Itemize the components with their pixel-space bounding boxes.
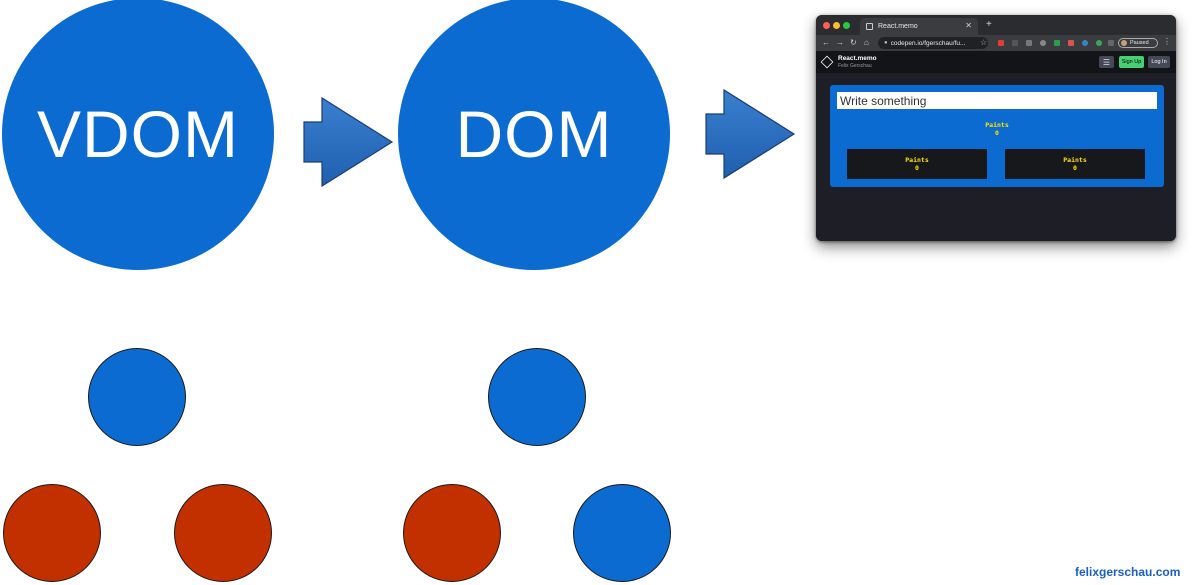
browser-toolbar: ← → ↻ ⌂ ● codepen.io/fgerschau/fu... ☆ P…	[816, 35, 1176, 51]
browser-tab[interactable]: React.memo ✕	[860, 18, 978, 35]
close-tab-icon[interactable]: ✕	[965, 21, 972, 30]
dom-circle: DOM	[398, 0, 670, 270]
dom-child-node-left	[403, 484, 501, 582]
signup-button[interactable]: Sign Up	[1119, 56, 1144, 68]
codepen-header: React.memo Felix Gerschau ☰ Sign Up Log …	[816, 51, 1176, 73]
url-text: codepen.io/fgerschau/fu...	[890, 39, 966, 47]
tab-title: React.memo	[878, 23, 918, 30]
forward-icon[interactable]: →	[836, 38, 844, 47]
extension-icon[interactable]	[1082, 40, 1088, 46]
layout-icon[interactable]: ☰	[1099, 56, 1114, 68]
paints-count: 0	[995, 129, 999, 137]
extension-icon[interactable]	[1012, 40, 1018, 46]
child-component-right: Paints 0	[1005, 149, 1145, 179]
new-tab-icon[interactable]: +	[986, 19, 992, 30]
pen-author[interactable]: Felix Gerschau	[838, 63, 872, 69]
paints-count: 0	[915, 164, 919, 172]
dom-label: DOM	[455, 97, 613, 171]
child-component-left: Paints 0	[847, 149, 987, 179]
profile-button[interactable]: Paused	[1118, 38, 1158, 48]
vdom-parent-node	[88, 348, 186, 446]
vdom-child-node-left	[3, 484, 101, 582]
paints-label: Paints	[985, 121, 1009, 129]
back-icon[interactable]: ←	[822, 38, 830, 47]
arrow-right-icon	[303, 96, 394, 188]
address-bar[interactable]: ● codepen.io/fgerschau/fu...	[878, 37, 988, 49]
codepen-logo-icon[interactable]	[820, 55, 834, 69]
reload-icon[interactable]: ↻	[850, 38, 857, 47]
extension-icon[interactable]	[1096, 40, 1102, 46]
watermark: felixgerschau.com	[1075, 565, 1181, 579]
arrow-right-icon	[705, 88, 796, 180]
dom-parent-node	[488, 348, 586, 446]
avatar	[1121, 40, 1127, 46]
extension-icon[interactable]	[1040, 40, 1046, 46]
paints-label: Paints	[1063, 156, 1087, 164]
lock-icon: ●	[884, 40, 888, 46]
dom-child-node-right	[573, 484, 671, 582]
maximize-window-icon[interactable]	[843, 22, 850, 29]
extension-icon[interactable]	[1068, 40, 1074, 46]
vdom-child-node-right	[174, 484, 272, 582]
codepen-favicon-icon	[866, 23, 873, 30]
extension-icon[interactable]	[1054, 40, 1060, 46]
write-input[interactable]	[837, 92, 1157, 109]
paints-label: Paints	[905, 156, 929, 164]
extension-icon[interactable]	[1108, 40, 1114, 46]
paints-count: 0	[1073, 164, 1077, 172]
profile-status: Paused	[1130, 40, 1149, 46]
home-icon[interactable]: ⌂	[864, 38, 869, 47]
bookmark-star-icon[interactable]: ☆	[980, 38, 988, 47]
pen-title: React.memo	[838, 55, 877, 62]
parent-component: Paints 0 Paints 0 Paints 0	[830, 85, 1164, 187]
parent-paints: Paints 0	[830, 121, 1164, 137]
browser-titlebar: React.memo ✕ +	[816, 15, 1176, 35]
vdom-label: VDOM	[37, 97, 239, 171]
close-window-icon[interactable]	[823, 22, 830, 29]
menu-icon[interactable]: ⋮	[1163, 37, 1171, 46]
extension-icon[interactable]	[998, 40, 1004, 46]
login-button[interactable]: Log In	[1148, 56, 1170, 68]
browser-window: React.memo ✕ + ← → ↻ ⌂ ● codepen.io/fger…	[816, 15, 1176, 241]
extension-icon[interactable]	[1026, 40, 1032, 46]
vdom-circle: VDOM	[2, 0, 274, 270]
minimize-window-icon[interactable]	[833, 22, 840, 29]
pen-preview: Paints 0 Paints 0 Paints 0	[816, 73, 1176, 241]
